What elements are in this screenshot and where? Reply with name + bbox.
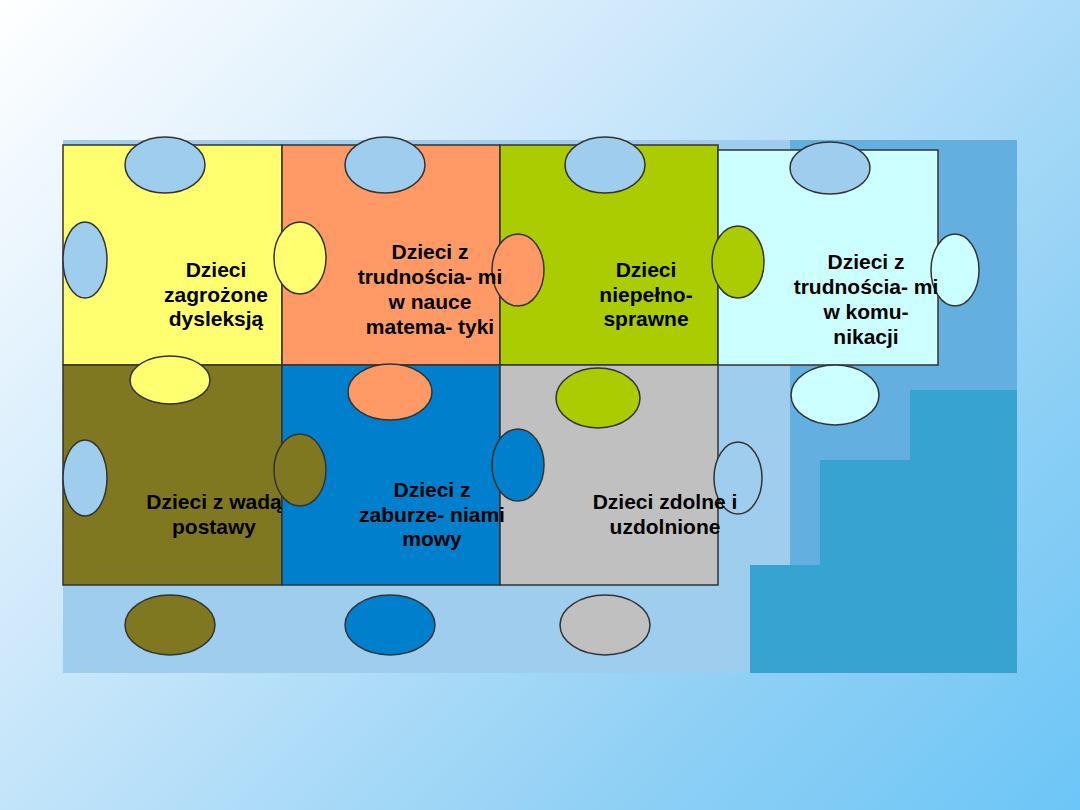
piece-text: Dzieci zdolne i uzdolnione (585, 490, 745, 540)
puzzle-knob (274, 434, 326, 506)
puzzle-piece-label: Dzieci z trudnościa- mi w komu- nikacji (788, 220, 944, 380)
puzzle-piece-label: Dzieci z zaburze- niami mowy (356, 440, 508, 590)
piece-text: Dzieci z wadą postawy (138, 490, 290, 540)
puzzle-knob (560, 595, 650, 655)
puzzle-knob (492, 429, 544, 501)
piece-text: Dzieci niepełno- sprawne (570, 258, 722, 332)
stair-step (750, 390, 1017, 673)
puzzle-hole (345, 137, 425, 193)
piece-text: Dzieci z zaburze- niami mowy (356, 478, 508, 552)
puzzle-hole (790, 142, 870, 194)
piece-text: Dzieci z trudnościa- mi w komu- nikacji (788, 250, 944, 349)
puzzle-hole (125, 137, 205, 193)
puzzle-knob (791, 365, 879, 425)
puzzle-knob (345, 595, 435, 655)
puzzle-hole (63, 440, 107, 516)
puzzle-knob (130, 356, 210, 404)
puzzle-piece-label: Dzieci zagrożone dysleksją (140, 220, 292, 370)
puzzle-pieces (63, 145, 938, 585)
puzzle-knobs (63, 137, 979, 655)
piece-text: Dzieci z trudnościa- mi w nauce matema- … (352, 240, 508, 339)
puzzle-knob (712, 226, 764, 298)
puzzle-hole (565, 137, 645, 193)
puzzle-knob (274, 222, 326, 294)
panel-ground (63, 140, 1017, 673)
puzzle-knob (125, 595, 215, 655)
puzzle-piece-label: Dzieci zdolne i uzdolnione (585, 440, 745, 590)
puzzle-knob (348, 364, 432, 420)
puzzle-hole (63, 222, 107, 298)
piece-text: Dzieci zagrożone dysleksją (140, 258, 292, 332)
puzzle-knob (556, 368, 640, 428)
puzzle-piece-label: Dzieci z wadą postawy (138, 440, 290, 590)
puzzle-piece-label: Dzieci niepełno- sprawne (570, 220, 722, 370)
puzzle-piece-label: Dzieci z trudnościa- mi w nauce matema- … (352, 200, 508, 380)
